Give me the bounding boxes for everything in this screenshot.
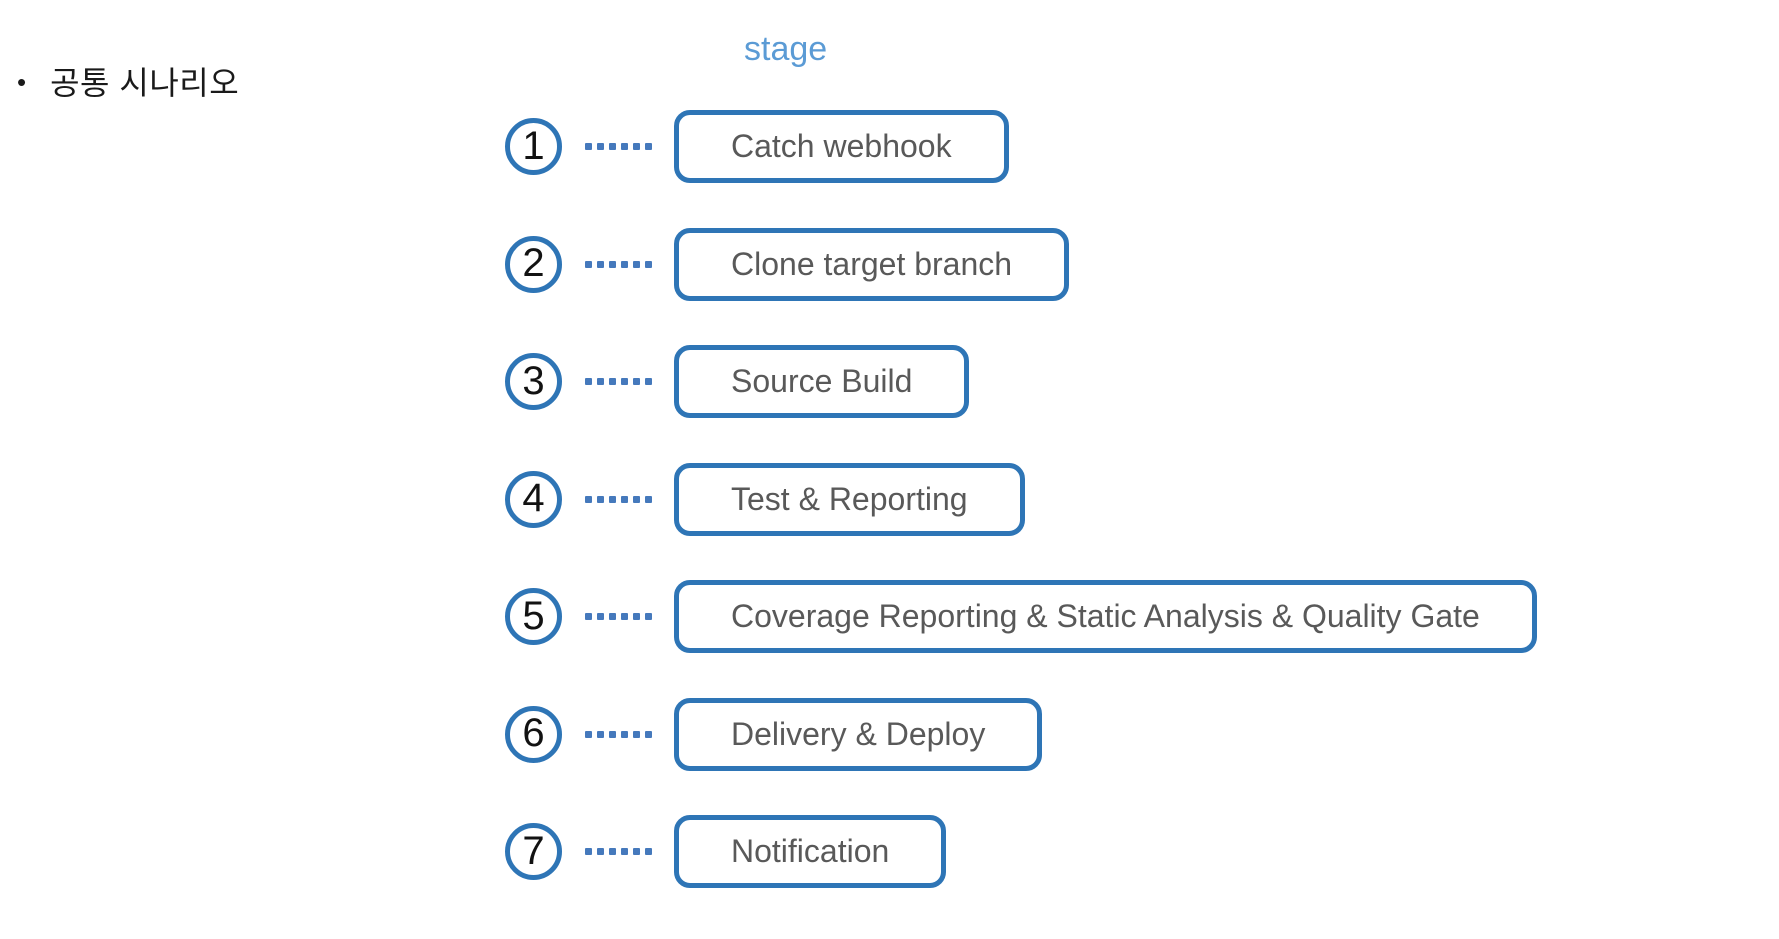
stage-label: Source Build	[731, 363, 913, 399]
stage-number: 1	[522, 123, 545, 168]
stage-box: Source Build	[674, 345, 970, 418]
stage-number: 7	[522, 828, 545, 873]
slide-bullet-heading: • 공통 시나리오	[17, 58, 239, 104]
connector-dot	[621, 260, 628, 268]
connector-dot	[609, 730, 616, 738]
connector-dot	[633, 848, 640, 855]
connector-dot	[597, 848, 604, 855]
stage-row: 5 Coverage Reporting & Static Analysis &…	[505, 580, 1537, 653]
connector-dot	[585, 260, 592, 268]
stage-number: 3	[522, 358, 545, 403]
connector-dot	[609, 143, 616, 150]
stage-column-header: stage	[744, 30, 828, 68]
connector-dot	[597, 613, 604, 620]
stage-number-circle: 2	[505, 235, 562, 293]
connector-dot	[585, 378, 592, 385]
stage-box: Notification	[674, 815, 947, 888]
connector-dot	[597, 260, 604, 268]
connector-dot	[621, 730, 628, 738]
pipeline-stage-list: 1 Catch webhook 2 Clone target branch 3 …	[505, 110, 1537, 888]
connector-dot	[633, 143, 640, 150]
dotted-connector	[585, 613, 652, 620]
connector-dot	[609, 848, 616, 855]
stage-number-circle: 1	[505, 118, 562, 175]
stage-row: 3 Source Build	[505, 345, 1537, 418]
connector-dot	[585, 143, 592, 150]
stage-number-circle: 4	[505, 470, 562, 528]
connector-dot	[633, 613, 640, 620]
connector-dot	[609, 613, 616, 620]
connector-dot	[621, 495, 628, 503]
stage-label: Coverage Reporting & Static Analysis & Q…	[731, 598, 1480, 634]
dotted-connector	[585, 730, 652, 738]
stage-number: 4	[522, 476, 545, 520]
stage-box: Delivery & Deploy	[674, 697, 1043, 771]
dotted-connector	[585, 848, 652, 855]
stage-number-circle: 7	[505, 823, 562, 880]
connector-dot	[621, 613, 628, 620]
stage-number: 5	[522, 593, 545, 638]
dotted-connector	[585, 260, 652, 268]
stage-row: 1 Catch webhook	[505, 110, 1537, 183]
connector-dot	[645, 378, 652, 385]
bullet-heading-text: 공통 시나리오	[50, 65, 240, 101]
connector-dot	[621, 143, 628, 150]
stage-number-circle: 3	[505, 353, 562, 410]
stage-box: Catch webhook	[674, 110, 1009, 183]
connector-dot	[609, 260, 616, 268]
stage-label: Delivery & Deploy	[731, 715, 986, 752]
stage-label: Catch webhook	[731, 128, 952, 164]
stage-row: 7 Notification	[505, 815, 1537, 888]
connector-dot	[645, 260, 652, 268]
stage-row: 6 Delivery & Deploy	[505, 697, 1537, 771]
connector-dot	[633, 495, 640, 503]
connector-dot	[585, 848, 592, 855]
connector-dot	[645, 495, 652, 503]
connector-dot	[633, 260, 640, 268]
stage-label: Test & Reporting	[731, 480, 968, 517]
connector-dot	[585, 730, 592, 738]
stage-number-circle: 5	[505, 588, 562, 645]
connector-dot	[597, 143, 604, 150]
connector-dot	[645, 613, 652, 620]
connector-dot	[645, 143, 652, 150]
connector-dot	[585, 613, 592, 620]
connector-dot	[585, 495, 592, 503]
stage-row: 2 Clone target branch	[505, 227, 1537, 301]
connector-dot	[597, 730, 604, 738]
connector-dot	[621, 848, 628, 855]
connector-dot	[645, 848, 652, 855]
connector-dot	[621, 378, 628, 385]
stage-row: 4 Test & Reporting	[505, 462, 1537, 536]
connector-dot	[609, 495, 616, 503]
stage-box: Coverage Reporting & Static Analysis & Q…	[674, 580, 1537, 653]
stage-number: 6	[522, 711, 545, 755]
stage-box: Clone target branch	[674, 227, 1070, 301]
dotted-connector	[585, 495, 652, 503]
bullet-icon: •	[17, 67, 27, 97]
connector-dot	[609, 378, 616, 385]
connector-dot	[633, 378, 640, 385]
dotted-connector	[585, 143, 652, 150]
dotted-connector	[585, 378, 652, 385]
connector-dot	[645, 730, 652, 738]
connector-dot	[597, 495, 604, 503]
connector-dot	[633, 730, 640, 738]
stage-label: Notification	[731, 833, 890, 869]
stage-number: 2	[522, 241, 545, 285]
stage-number-circle: 6	[505, 705, 562, 763]
stage-label: Clone target branch	[731, 245, 1013, 282]
connector-dot	[597, 378, 604, 385]
stage-box: Test & Reporting	[674, 462, 1025, 536]
